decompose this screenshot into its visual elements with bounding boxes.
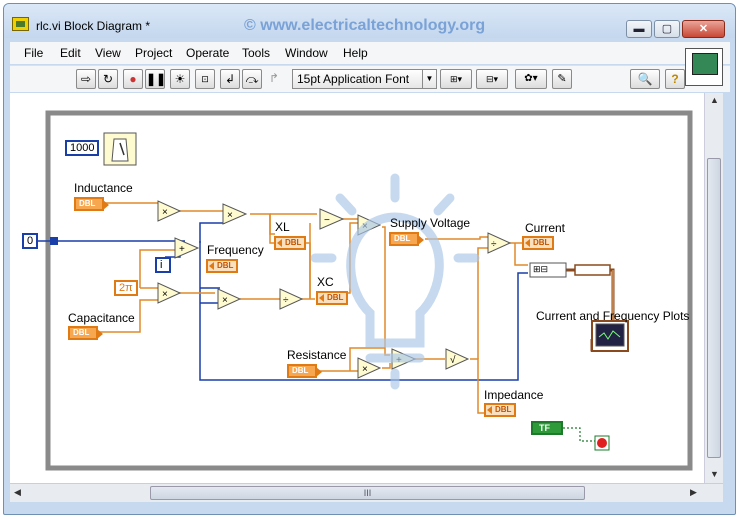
menu-view[interactable]: View xyxy=(95,46,121,60)
font-select[interactable]: 15pt Application Font ▼ xyxy=(292,69,437,89)
close-button[interactable]: ✕ xyxy=(682,20,725,38)
svg-text:×: × xyxy=(162,207,168,218)
plots-label: Current and Frequency Plots xyxy=(536,309,690,323)
divide-node xyxy=(487,232,512,254)
while-loop-border xyxy=(45,110,693,471)
highlight-execution-icon[interactable]: ☀ xyxy=(170,69,190,89)
loop-count-constant[interactable]: 0 xyxy=(22,233,39,249)
inductance-control[interactable]: DBL xyxy=(74,197,109,211)
run-continuous-icon[interactable]: ↻ xyxy=(98,69,118,89)
retain-wire-values-icon[interactable]: ⊡ xyxy=(195,69,215,89)
svg-text:÷: ÷ xyxy=(491,239,497,250)
subtract-node xyxy=(319,208,345,230)
step-out-icon[interactable]: ↱ xyxy=(268,71,280,85)
align-icon[interactable]: ⊞▾ xyxy=(440,69,472,89)
impedance-label: Impedance xyxy=(484,388,544,402)
menu-help[interactable]: Help xyxy=(343,46,368,60)
add-node xyxy=(174,237,200,259)
diagram-wires: ×+× ××÷ −×÷ ×+√ xyxy=(35,110,693,471)
svg-text:×: × xyxy=(362,364,368,375)
capacitance-label: Capacitance xyxy=(68,311,135,325)
multiply-node xyxy=(217,288,242,310)
vi-icon xyxy=(692,53,718,75)
maximize-button[interactable]: ▢ xyxy=(654,20,680,38)
toolbar: ⇨ ↻ ● ❚❚ ☀ ⊡ ↲ ⤼ ↱ 15pt Application Font… xyxy=(10,65,730,92)
menu-tools[interactable]: Tools xyxy=(242,46,271,60)
multiply-node xyxy=(222,203,248,225)
frequency-label: Frequency xyxy=(207,243,264,257)
multiply-node xyxy=(157,200,182,222)
current-label: Current xyxy=(525,221,566,235)
run-icon[interactable]: ⇨ xyxy=(76,69,96,89)
xl-label: XL xyxy=(275,220,290,234)
menu-edit[interactable]: Edit xyxy=(60,46,81,60)
bundle-node xyxy=(529,262,567,278)
sqrt-node xyxy=(445,348,470,370)
labview-window: rlc.vi Block Diagram * © www.electricalt… xyxy=(3,3,736,515)
scroll-left-icon[interactable]: ◀ xyxy=(14,487,21,497)
scroll-down-icon[interactable]: ▼ xyxy=(710,469,719,479)
wait-ms-constant[interactable]: 1000 xyxy=(65,140,100,156)
reorder-icon[interactable]: ✿▾ xyxy=(515,69,547,89)
horizontal-scrollbar[interactable]: ◀ III ▶ xyxy=(10,483,723,502)
supply-voltage-label: Supply Voltage xyxy=(390,216,471,230)
menu-operate[interactable]: Operate xyxy=(186,46,230,60)
xl-indicator[interactable]: DBL xyxy=(274,236,306,250)
impedance-indicator[interactable]: DBL xyxy=(484,403,516,417)
block-diagram-canvas[interactable]: ×+× ××÷ −×÷ ×+√ xyxy=(10,93,704,483)
pause-icon[interactable]: ❚❚ xyxy=(145,69,166,89)
inductance-label: Inductance xyxy=(74,181,133,195)
two-pi-constant[interactable]: 2π xyxy=(114,280,138,296)
step-into-icon[interactable]: ↲ xyxy=(220,69,240,89)
svg-text:√: √ xyxy=(450,354,456,366)
distribute-icon[interactable]: ⊟▾ xyxy=(476,69,508,89)
font-select-value: 15pt Application Font xyxy=(297,72,410,86)
resistance-label: Resistance xyxy=(287,348,347,362)
abort-icon[interactable]: ● xyxy=(123,69,143,89)
labview-app-icon xyxy=(12,17,29,31)
lightbulb-watermark xyxy=(310,173,480,390)
menu-file[interactable]: File xyxy=(24,46,44,60)
svg-text:×: × xyxy=(227,210,233,221)
vertical-scrollbar[interactable]: ▲ ▼ xyxy=(704,93,723,483)
svg-text:÷: ÷ xyxy=(283,295,289,306)
loop-iteration-terminal[interactable]: i xyxy=(155,257,171,273)
svg-text:+: + xyxy=(179,244,185,255)
vi-icon-pane[interactable] xyxy=(685,48,723,86)
horizontal-scroll-thumb[interactable]: III xyxy=(150,486,585,500)
title-bar[interactable]: rlc.vi Block Diagram * © www.electricalt… xyxy=(4,4,735,38)
xc-label: XC xyxy=(317,275,334,289)
vertical-scroll-thumb[interactable] xyxy=(707,158,721,458)
step-over-icon[interactable]: ⤼ xyxy=(242,69,262,89)
menu-project[interactable]: Project xyxy=(135,46,173,60)
capacitance-control[interactable]: DBL xyxy=(68,326,103,340)
cleanup-icon[interactable]: ✎ xyxy=(552,69,572,89)
scroll-right-icon[interactable]: ▶ xyxy=(690,487,697,497)
menu-bar: File Edit View Project Operate Tools Win… xyxy=(10,42,730,64)
boolean-constant-tf[interactable]: TF xyxy=(531,421,563,435)
help-icon[interactable]: ? xyxy=(665,69,685,89)
multiply-node xyxy=(157,282,182,304)
resistance-control[interactable]: DBL xyxy=(287,364,322,378)
svg-text:×: × xyxy=(222,295,228,306)
chevron-down-icon: ▼ xyxy=(422,70,436,88)
divide-node xyxy=(279,288,304,310)
window-title: rlc.vi Block Diagram * xyxy=(36,19,151,33)
supply-voltage-control[interactable]: DBL xyxy=(389,232,424,246)
menu-window[interactable]: Window xyxy=(285,46,328,60)
multiply-node xyxy=(357,357,382,379)
xc-indicator[interactable]: DBL xyxy=(316,291,348,305)
svg-text:−: − xyxy=(324,215,330,226)
svg-text:×: × xyxy=(162,289,168,300)
scroll-up-icon[interactable]: ▲ xyxy=(710,95,719,105)
frequency-indicator[interactable]: DBL xyxy=(206,259,238,273)
current-indicator[interactable]: DBL xyxy=(522,236,554,250)
search-icon[interactable]: 🔍 xyxy=(630,69,660,89)
bundle-node-label: ⊞⊟ xyxy=(533,264,549,274)
minimize-button[interactable]: ▬ xyxy=(626,20,652,38)
watermark-text: © www.electricaltechnology.org xyxy=(244,17,486,34)
